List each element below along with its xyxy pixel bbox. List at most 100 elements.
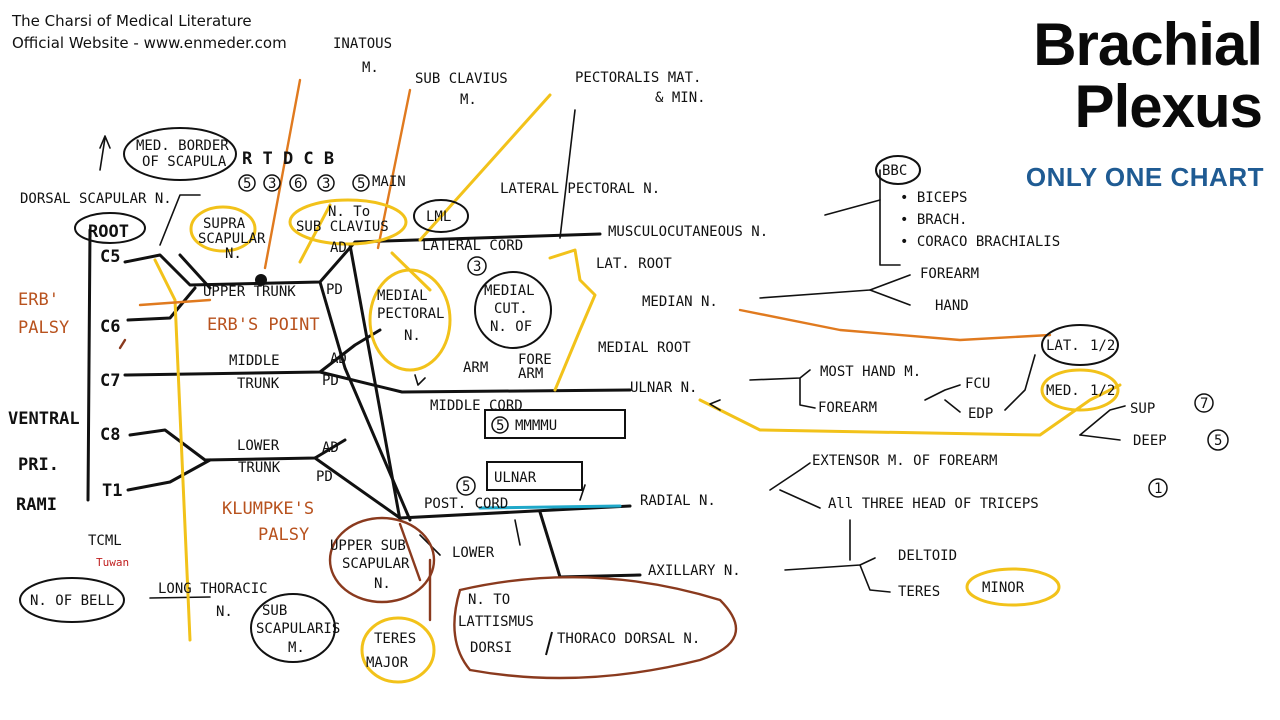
ulnar-box-number-circle	[456, 476, 476, 496]
label-deep-num: 5	[1214, 433, 1222, 449]
label-med-half-num: 1/2	[1090, 383, 1115, 399]
label-of-scapula: OF SCAPULA	[142, 154, 227, 170]
label-erb-palsy-2: PALSY	[18, 318, 69, 338]
label-med-half: MED.	[1046, 383, 1080, 399]
label-dorsal-scapular: DORSAL SCAPULAR N.	[20, 191, 172, 207]
label-teres: TERES	[898, 584, 940, 600]
label-axillary: AXILLARY N.	[648, 563, 741, 579]
rtdcb-num-c: 3	[322, 176, 330, 192]
lateral-cord-number-circle	[467, 256, 487, 276]
label-inatous: INATOUS	[333, 36, 392, 52]
label-hand: HAND	[935, 298, 969, 314]
label-klumpke-2: PALSY	[258, 525, 309, 545]
label-sub-scap-3: M.	[288, 640, 305, 656]
label-fcu: FCU	[965, 376, 990, 392]
label-long-thoracic: LONG THORACIC	[158, 581, 268, 597]
label-medial-pectoral-3: N.	[404, 328, 421, 344]
label-pri: PRI.	[18, 455, 59, 475]
chart-title: Brachial Plexus	[1033, 11, 1263, 140]
label-minor: MINOR	[982, 580, 1025, 596]
label-main: MAIN	[372, 174, 406, 190]
label-n-to-subclavius: SUB CLAVIUS	[296, 219, 389, 235]
label-supra-n: N.	[225, 246, 242, 262]
label-teres-major-1: TERES	[374, 631, 416, 647]
title-line-2: Plexus	[1074, 73, 1263, 140]
label-dorsi: DORSI	[470, 640, 512, 656]
label-n-of-bell: N. OF BELL	[30, 593, 114, 609]
diagram-labels: INATOUS M. SUB CLAVIUS M. PECTORALIS MAT…	[8, 36, 1229, 671]
label-biceps: • BICEPS	[900, 190, 967, 206]
rtdcb-numbers: 5 3 6 3 5	[238, 174, 370, 192]
label-root: ROOT	[88, 222, 129, 242]
label-klumpke-1: KLUMPKE'S	[222, 499, 314, 519]
label-thoraco-dorsal: THORACO DORSAL N.	[557, 631, 700, 647]
label-n-to-lat: N. TO	[468, 592, 510, 608]
label-middle-trunk-2: TRUNK	[237, 376, 280, 392]
label-pectoralis-min: & MIN.	[655, 90, 706, 106]
label-ulnar-box: ULNAR	[494, 470, 537, 486]
label-lat-half-num: 1/2	[1090, 338, 1115, 354]
label-supra: SUPRA	[203, 216, 246, 232]
label-c8: C8	[100, 425, 120, 445]
label-upper-sub-3: N.	[374, 576, 391, 592]
label-inatous-m: M.	[362, 60, 379, 76]
label-middle-trunk-1: MIDDLE	[229, 353, 280, 369]
label-lml: LML	[426, 209, 451, 225]
label-sub-scap-2: SCAPULARIS	[256, 621, 340, 637]
label-tcml: TCML	[88, 533, 122, 549]
label-pd-middle: PD	[322, 373, 339, 389]
label-subclavius-m: M.	[460, 92, 477, 108]
chart-subtitle: ONLY ONE CHART	[1025, 162, 1264, 192]
mmmmu-number-circle	[491, 416, 509, 434]
label-tcml-red: Tuwan	[96, 556, 129, 569]
label-c7: C7	[100, 371, 120, 391]
label-erbs-point: ERB'S POINT	[207, 315, 320, 335]
label-deep: DEEP	[1133, 433, 1167, 449]
label-ad-upper: AD	[330, 240, 347, 256]
label-sup: SUP	[1130, 401, 1155, 417]
label-n-to: N. To	[328, 204, 370, 220]
label-fore-arm-1: FORE	[518, 352, 552, 368]
label-mmmmu-num: 5	[496, 418, 504, 434]
label-subclavius: SUB CLAVIUS	[415, 71, 508, 87]
label-medial-cut-3: N. OF	[490, 319, 532, 335]
label-coraco: • CORACO BRACHIALIS	[900, 234, 1060, 250]
label-erb-palsy-1: ERB'	[18, 290, 59, 310]
label-extensor: EXTENSOR M. OF FOREARM	[812, 453, 997, 469]
label-triceps-num: 1	[1154, 481, 1162, 497]
label-all-three-heads: All THREE HEAD OF TRICEPS	[828, 496, 1039, 512]
label-sub-scap-1: SUB	[262, 603, 287, 619]
label-lateral-pectoral: LATERAL PECTORAL N.	[500, 181, 660, 197]
label-post-cord: POST. CORD	[424, 496, 508, 512]
label-scapular: SCAPULAR	[198, 231, 266, 247]
rtdcb-num-r: 5	[243, 176, 251, 192]
label-rami: RAMI	[16, 495, 57, 515]
label-mmmmu: MMMMU	[515, 418, 557, 434]
label-ad-lower: AD	[322, 440, 339, 456]
label-long-thoracic-n: N.	[216, 604, 233, 620]
triceps-number-circle	[1148, 478, 1168, 498]
label-most-hand: MOST HAND M.	[820, 364, 921, 380]
label-median: MEDIAN N.	[642, 294, 718, 310]
header-line-2: Official Website - www.enmeder.com	[12, 34, 287, 52]
label-lat-half: LAT.	[1046, 338, 1080, 354]
label-pd-lower: PD	[316, 469, 333, 485]
label-middle-cord: MIDDLE CORD	[430, 398, 523, 414]
label-c6: C6	[100, 317, 120, 337]
label-t1: T1	[102, 481, 122, 501]
label-sup-num: 7	[1200, 396, 1208, 412]
rtdcb-num-t: 3	[268, 176, 276, 192]
sup-number-circle	[1194, 393, 1214, 413]
label-medial-root: MEDIAL ROOT	[598, 340, 691, 356]
label-lateral-cord-num: 3	[473, 259, 481, 275]
label-lower-trunk-2: TRUNK	[238, 460, 281, 476]
label-medial-cut-2: CUT.	[494, 301, 528, 317]
label-c5: C5	[100, 247, 120, 267]
label-musculocutaneous: MUSCULOCUTANEOUS N.	[608, 224, 768, 240]
label-brach: • BRACH.	[900, 212, 967, 228]
title-line-1: Brachial	[1033, 11, 1263, 78]
source-header: The Charsi of Medical Literature Officia…	[12, 10, 287, 54]
label-lat-root: LAT. ROOT	[596, 256, 672, 272]
rtdcb-num-d: 6	[294, 176, 302, 192]
